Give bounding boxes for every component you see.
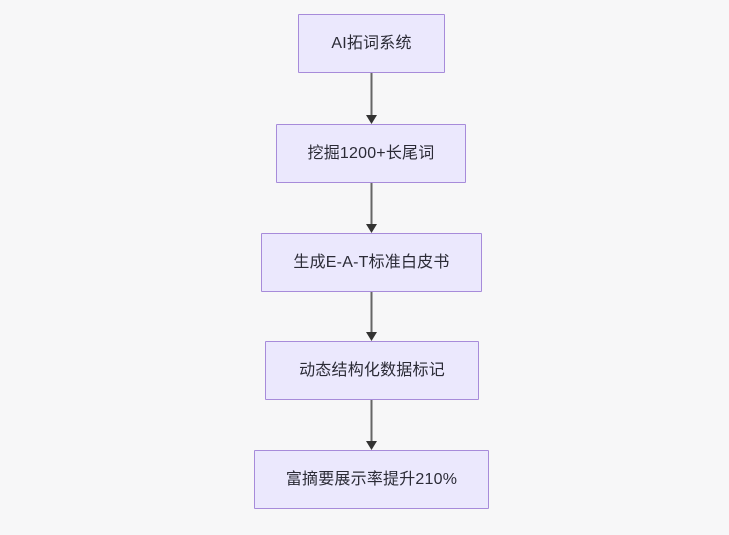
flow-node-label: 挖掘1200+长尾词 bbox=[307, 144, 435, 162]
flow-node-n3[interactable]: 生成E-A-T标准白皮书 bbox=[261, 233, 482, 292]
arrowhead-icon-e4 bbox=[366, 441, 377, 450]
flow-node-label: AI拓词系统 bbox=[331, 34, 412, 52]
flow-node-label: 富摘要展示率提升210% bbox=[285, 470, 458, 488]
arrowhead-icon-e1 bbox=[366, 115, 377, 124]
flow-node-n5[interactable]: 富摘要展示率提升210% bbox=[254, 450, 489, 509]
flow-node-n1[interactable]: AI拓词系统 bbox=[298, 14, 445, 73]
arrowhead-icon-e2 bbox=[366, 224, 377, 233]
flow-node-label: 生成E-A-T标准白皮书 bbox=[293, 253, 450, 271]
arrowhead-icon-e3 bbox=[366, 332, 377, 341]
flow-node-label: 动态结构化数据标记 bbox=[299, 361, 445, 379]
flow-node-n2[interactable]: 挖掘1200+长尾词 bbox=[276, 124, 466, 183]
flow-node-n4[interactable]: 动态结构化数据标记 bbox=[265, 341, 479, 400]
